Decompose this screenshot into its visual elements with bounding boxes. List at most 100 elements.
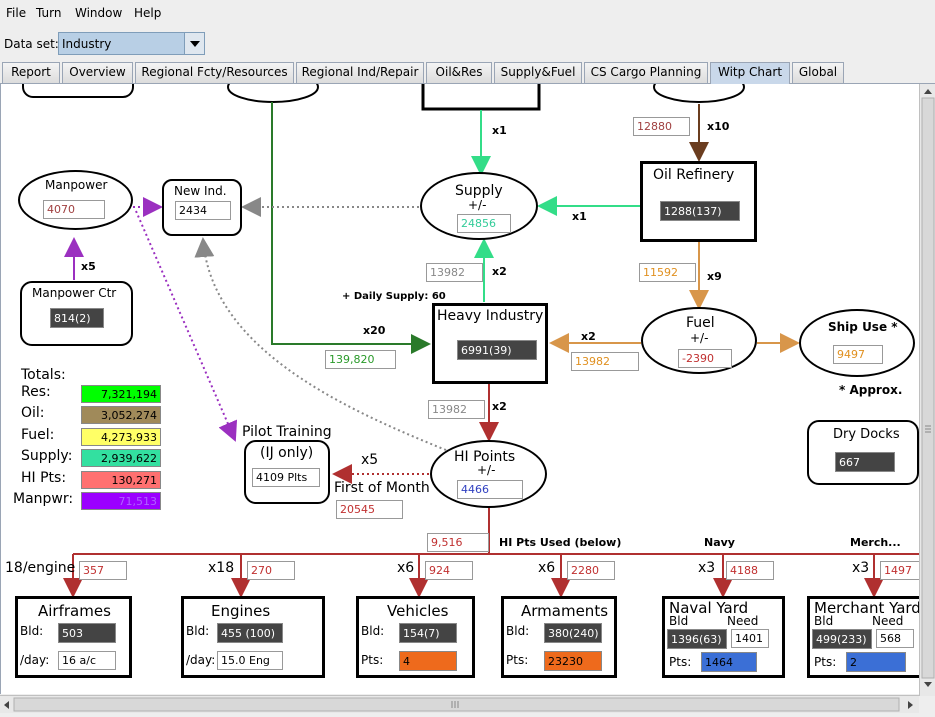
multiplier-label: 18/engine — [5, 560, 76, 576]
flow-lines — [22, 84, 919, 598]
supply-title: Supply — [455, 183, 503, 199]
node-fuel[interactable]: Fuel +/- -2390 — [641, 307, 757, 374]
total-value: 4,273,933 — [81, 428, 161, 446]
menu-bar: File Turn Window Help — [0, 0, 935, 27]
chevron-down-icon[interactable] — [184, 33, 204, 54]
build-label: Bld: — [20, 624, 44, 638]
hi-used-value: 9,516 — [427, 533, 489, 552]
build-label: Bld: — [506, 624, 530, 638]
label-x10: x10 — [707, 120, 730, 133]
total-label: Oil: — [21, 405, 45, 421]
tab-cs-cargo[interactable]: CS Cargo Planning — [584, 62, 708, 83]
build-label: Bld: — [361, 624, 385, 638]
manpower-value: 4070 — [43, 200, 105, 219]
second-value: 2 — [846, 652, 906, 672]
oil-in-value: 12880 — [633, 117, 690, 136]
second-label: Pts: — [361, 653, 384, 667]
second-value: 15.0 Eng — [217, 651, 283, 670]
tab-oil-res[interactable]: Oil&Res — [426, 62, 492, 83]
node-manpower-ctr[interactable]: Manpower Ctr 814(2) — [20, 281, 133, 346]
build-value: 154(7) — [399, 623, 457, 643]
node-pilot-training[interactable]: (IJ only) 4109 Plts — [244, 440, 330, 504]
need-value: 1401 — [731, 629, 769, 648]
hi-out-value: 13982 — [428, 400, 485, 419]
total-label: HI Pts: — [21, 470, 67, 486]
second-value: 23230 — [544, 651, 602, 671]
tab-regional-fcty[interactable]: Regional Fcty/Resources — [135, 62, 294, 83]
node-ship-use[interactable]: Ship Use * 9497 — [799, 309, 915, 377]
tab-global[interactable]: Global — [792, 62, 844, 83]
tab-report[interactable]: Report — [2, 62, 60, 83]
label-x2-fuel: x2 — [581, 330, 596, 343]
node-new-ind[interactable]: New Ind. 2434 — [162, 179, 242, 236]
need-label: Need — [872, 614, 904, 628]
build-value: 380(240) — [544, 623, 602, 643]
manpower-ctr-title: Manpower Ctr — [32, 286, 117, 300]
fuel-title: Fuel — [686, 315, 715, 331]
hi-cost-value: 1497 — [880, 561, 919, 580]
second-value: 4 — [399, 651, 457, 671]
build-value: 455 (100) — [217, 623, 283, 643]
pilot-training-sub: (IJ only) — [260, 445, 314, 461]
menu-turn[interactable]: Turn — [36, 6, 62, 20]
need-value: 568 — [876, 629, 914, 648]
production-title: Armaments — [521, 602, 609, 620]
node-hi-points[interactable]: HI Points +/- 4466 — [430, 440, 547, 508]
tab-witp-chart[interactable]: Witp Chart — [710, 62, 790, 84]
menu-help[interactable]: Help — [134, 6, 162, 20]
total-value: 3,052,274 — [81, 406, 161, 424]
second-value: 1464 — [701, 652, 757, 672]
node-dry-docks[interactable]: Dry Docks 667 — [807, 420, 919, 485]
horizontal-scrollbar[interactable] — [0, 695, 919, 713]
total-label: Manpwr: — [13, 491, 74, 507]
dry-docks-title: Dry Docks — [833, 427, 900, 442]
production-title: Naval Yard — [669, 599, 749, 617]
total-label: Fuel: — [21, 427, 55, 443]
fuel-sub: +/- — [690, 331, 709, 345]
tab-overview[interactable]: Overview — [62, 62, 133, 83]
pilot-training-value: 4109 Plts — [252, 468, 320, 487]
hi-cost-value: 270 — [247, 561, 295, 580]
dataset-row: Data set: Industry — [0, 28, 935, 60]
manpower-ctr-value: 814(2) — [50, 308, 104, 328]
build-label: Bld — [669, 614, 689, 628]
tab-regional-ind[interactable]: Regional Ind/Repair — [296, 62, 424, 83]
menu-file[interactable]: File — [6, 6, 27, 20]
multiplier-label: x6 — [538, 560, 556, 576]
new-ind-title: New Ind. — [174, 184, 227, 198]
hi-points-title: HI Points — [454, 449, 516, 465]
pilot-cost-value: 20545 — [336, 500, 403, 519]
second-value: 16 a/c — [58, 651, 116, 670]
fuel-value: -2390 — [678, 349, 732, 368]
oil-refinery-value: 1288(137) — [660, 201, 740, 221]
label-navy: Navy — [704, 536, 735, 549]
total-label: Res: — [21, 384, 51, 400]
need-label: Need — [727, 614, 759, 628]
node-manpower[interactable]: Manpower 4070 — [18, 170, 133, 230]
build-label: Bld: — [186, 624, 210, 638]
dataset-select[interactable]: Industry — [58, 32, 205, 55]
production-title: Merchant Yard — [814, 599, 919, 617]
menu-window[interactable]: Window — [75, 6, 123, 20]
oil-refinery-title: Oil Refinery — [653, 167, 735, 183]
vertical-scrollbar[interactable] — [919, 84, 935, 696]
hi-cost-value: 2280 — [567, 561, 615, 580]
hi-points-value: 4466 — [457, 480, 523, 499]
tab-supply-fuel[interactable]: Supply&Fuel — [494, 62, 582, 83]
build-value: 1396(63) — [667, 629, 727, 649]
node-heavy-industry[interactable]: Heavy Industry 6991(39) — [432, 303, 548, 384]
build-value: 503 — [58, 623, 116, 643]
hi-points-sub: +/- — [477, 463, 496, 477]
label-merch: Merch... — [850, 536, 901, 549]
production-title: Airframes — [38, 602, 111, 620]
node-supply[interactable]: Supply +/- 24856 — [420, 172, 538, 240]
node-oil-refinery[interactable]: Oil Refinery 1288(137) — [640, 161, 757, 242]
total-label: Supply: — [21, 448, 73, 464]
production-title: Vehicles — [387, 602, 449, 620]
